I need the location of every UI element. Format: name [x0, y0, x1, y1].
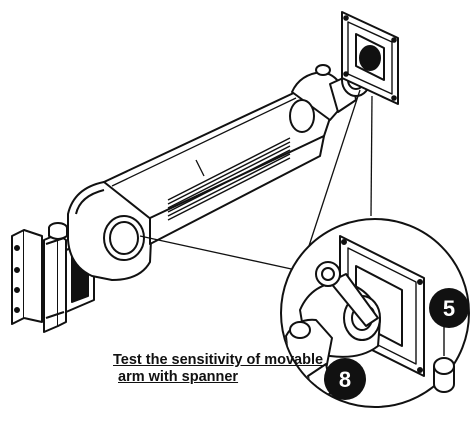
- wall-bracket: [11, 222, 95, 333]
- vesa-mount-plate: [341, 11, 399, 105]
- callout-badge-5: 5: [429, 288, 469, 328]
- callout-badge-8: 8: [324, 358, 366, 400]
- caption-line-2: arm with spanner: [118, 369, 239, 385]
- rear-joint: [67, 181, 153, 281]
- leader-lines: [139, 89, 373, 271]
- caption-line-1: Test the sensitivity of movable: [113, 352, 324, 368]
- instruction-caption: Test the sensitivity of movable arm with…: [113, 352, 324, 386]
- tension-cap: [433, 322, 455, 393]
- monitor-arm: [11, 11, 399, 333]
- callout-label-8: 8: [339, 367, 351, 392]
- callout-label-5: 5: [443, 296, 455, 321]
- spanner: [315, 261, 379, 327]
- detail-view: [280, 218, 470, 408]
- front-joint: [289, 63, 371, 133]
